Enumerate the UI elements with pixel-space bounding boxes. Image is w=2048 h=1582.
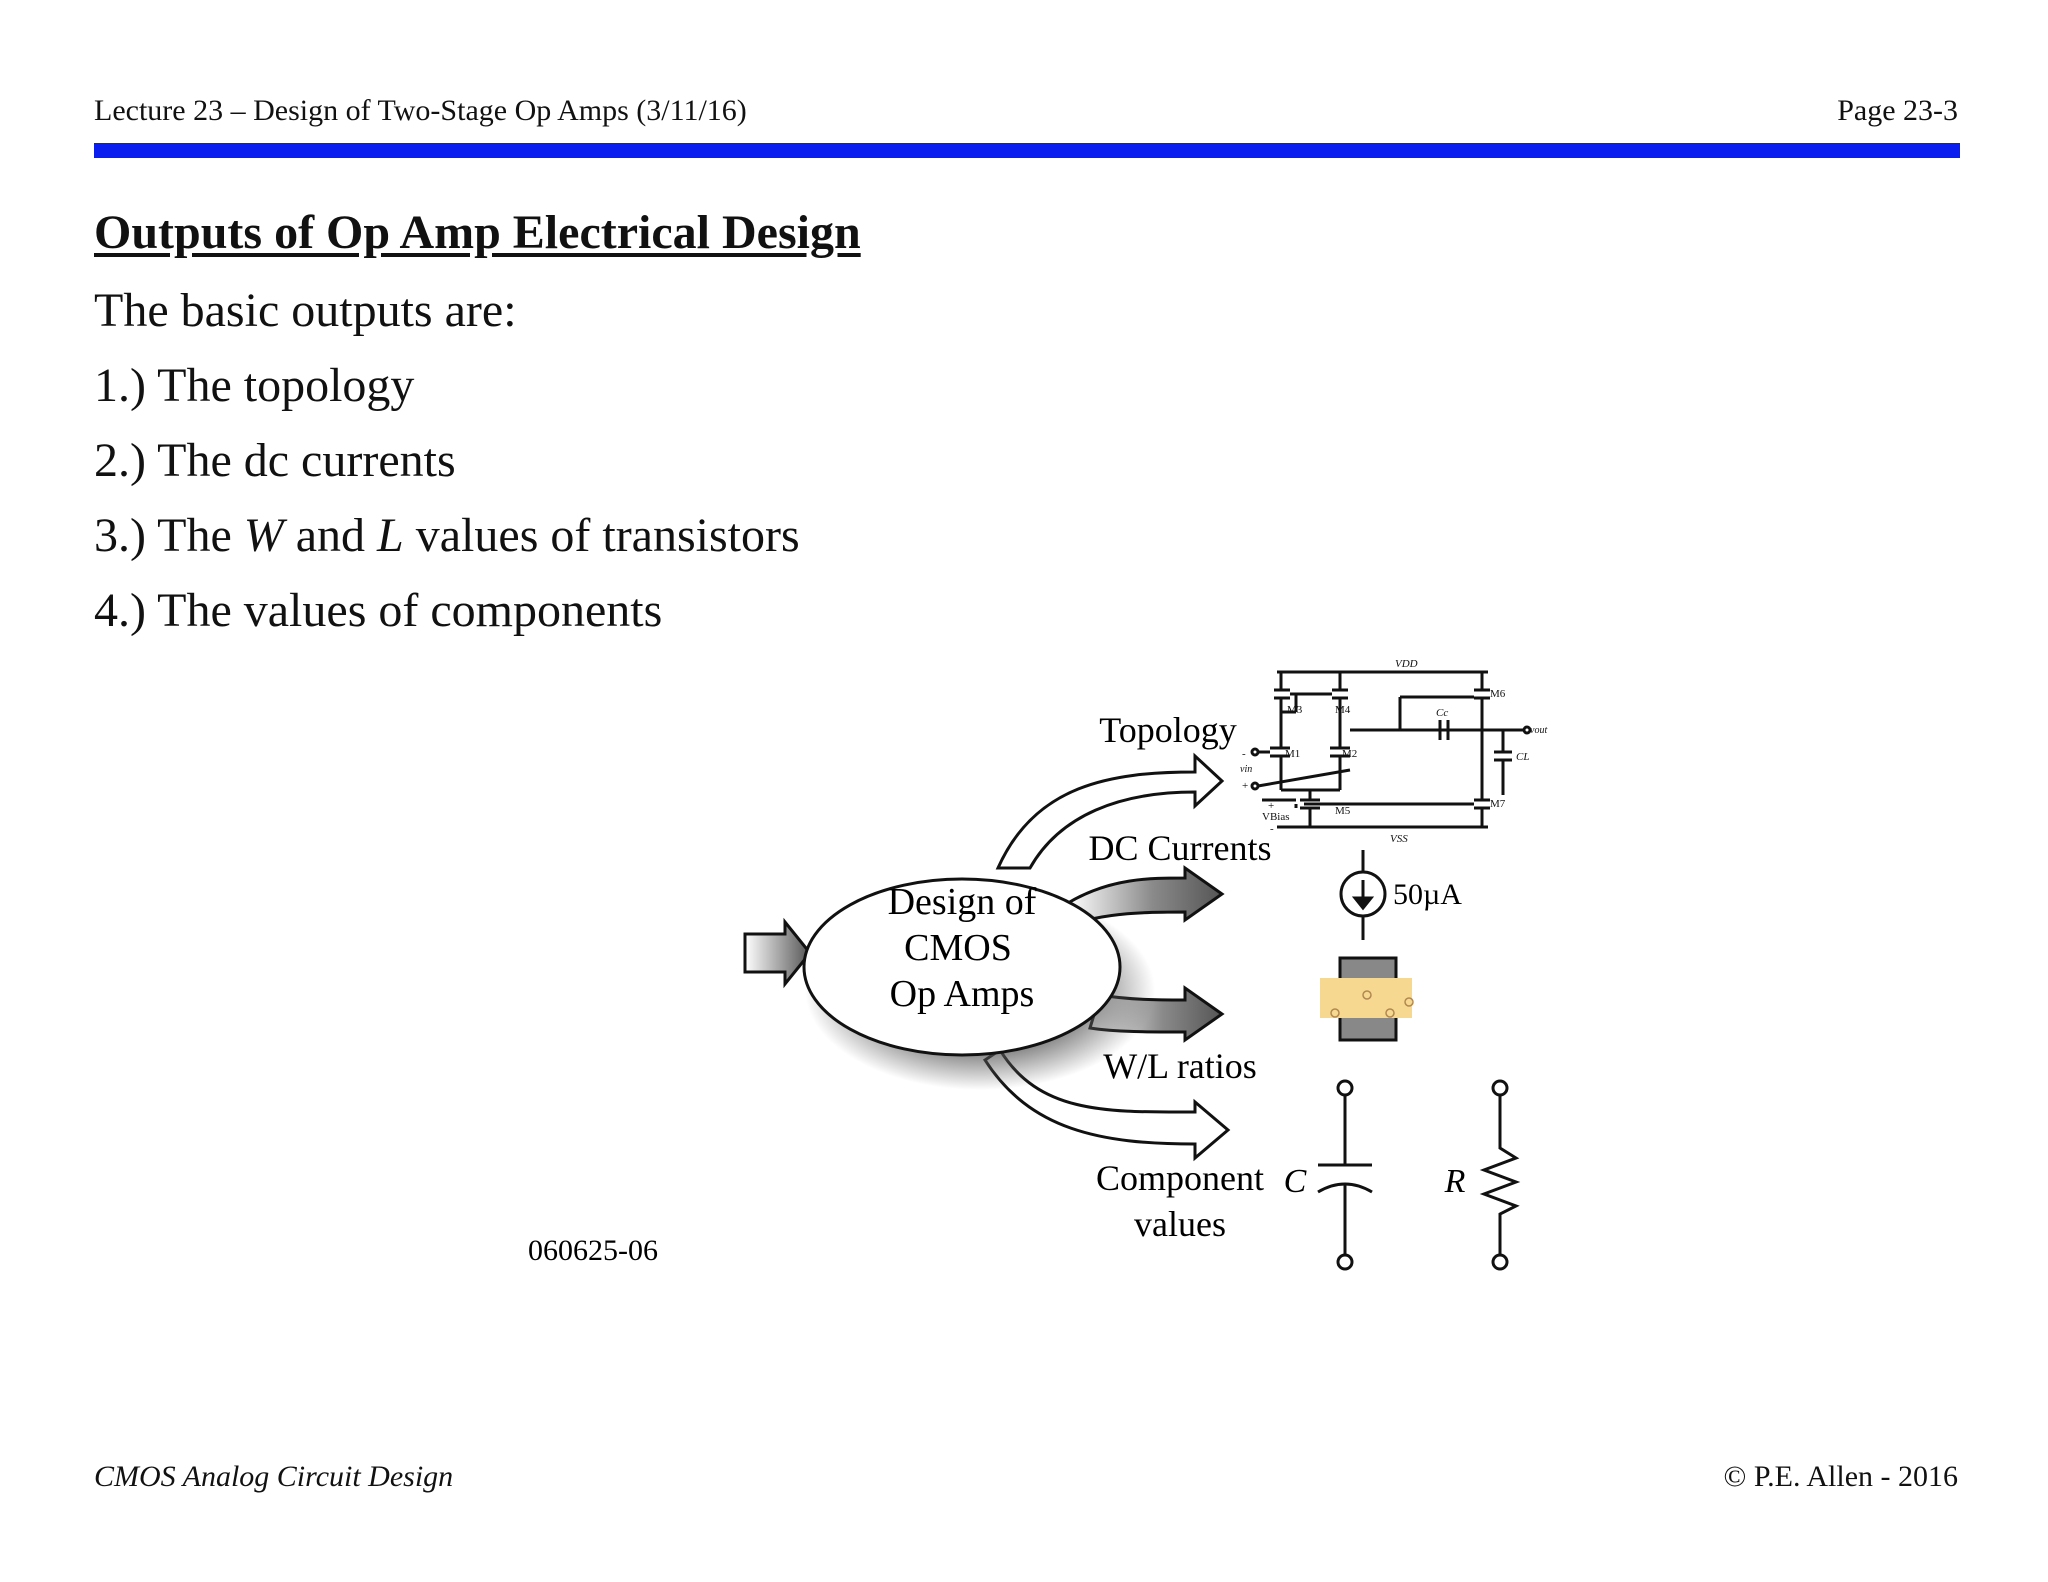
vout-label: vout (1530, 725, 1547, 736)
ellipse-line-2: CMOS (904, 927, 1012, 969)
figure-id: 060625-06 (528, 1234, 658, 1267)
capacitor-symbol: C (1284, 1163, 1307, 1200)
cl-label: CL (1516, 751, 1529, 763)
capacitor-icon (1317, 1079, 1373, 1271)
course-footer: CMOS Analog Circuit Design (94, 1460, 454, 1493)
m7-label: M7 (1490, 798, 1506, 810)
item-text: 2.) The dc currents (94, 434, 456, 487)
ellipse-line-3: Op Amps (890, 973, 1035, 1015)
component-label-2: values (1134, 1204, 1226, 1244)
vbias-label: VBias (1262, 811, 1290, 823)
current-source-icon (1339, 850, 1387, 940)
bias-minus: - (1270, 823, 1274, 835)
item-text: 1.) The topology (94, 359, 415, 412)
vin-plus: + (1242, 780, 1248, 792)
length-variable: L (377, 509, 404, 562)
input-arrow (743, 917, 812, 989)
dc-currents-label: DC Currents (1089, 828, 1272, 868)
slide-title: Outputs of Op Amp Electrical Design (94, 206, 861, 259)
opamp-schematic (1250, 670, 1532, 829)
resistor-symbol: R (1444, 1163, 1466, 1200)
item-text: and (283, 509, 378, 562)
page-number: Page 23-3 (1837, 94, 1958, 127)
topology-label: Topology (1099, 710, 1236, 750)
ellipse-line-1: Design of (888, 881, 1037, 923)
list-item: 2.) The dc currents (94, 433, 456, 488)
m5-label: M5 (1335, 805, 1351, 817)
vss-label: VSS (1390, 833, 1408, 845)
width-variable: W (243, 509, 284, 562)
schematic-labels: VDD VSS M3 M4 M1 M2 M5 M6 M7 Cc CL vout … (1240, 658, 1547, 845)
resistor-icon (1479, 1079, 1521, 1271)
bias-plus: + (1268, 800, 1274, 812)
m4-label: M4 (1335, 704, 1351, 716)
item-text: 4.) The values of components (94, 584, 663, 637)
m2-label: M2 (1342, 748, 1357, 760)
m6-label: M6 (1490, 688, 1506, 700)
topology-arrow (995, 752, 1225, 870)
header-rule (94, 143, 1960, 158)
transistor-layout-icon (1320, 956, 1414, 1042)
list-item: 3.) The W and L values of transistors (94, 508, 800, 563)
cc-label: Cc (1436, 707, 1448, 719)
lecture-header: Lecture 23 – Design of Two-Stage Op Amps… (94, 94, 747, 127)
copyright: © P.E. Allen - 2016 (1723, 1460, 1958, 1493)
vin-minus: - (1242, 748, 1246, 760)
intro-text: The basic outputs are: (94, 284, 517, 337)
current-value: 50µA (1393, 878, 1462, 911)
design-ellipse (802, 877, 1122, 1057)
m1-label: M1 (1285, 748, 1300, 760)
dc-currents-arrow (1066, 865, 1225, 929)
vin-label: vin (1240, 764, 1252, 775)
m3-label: M3 (1287, 704, 1303, 716)
component-values-arrow (982, 1047, 1231, 1162)
component-label-1: Component (1096, 1158, 1264, 1198)
item-text: values of transistors (403, 509, 800, 562)
item-text: 3.) The (94, 509, 244, 562)
list-item: 1.) The topology (94, 358, 414, 413)
vdd-label: VDD (1395, 658, 1418, 670)
wl-ratios-label: W/L ratios (1103, 1046, 1257, 1086)
list-item: 4.) The values of components (94, 583, 662, 638)
